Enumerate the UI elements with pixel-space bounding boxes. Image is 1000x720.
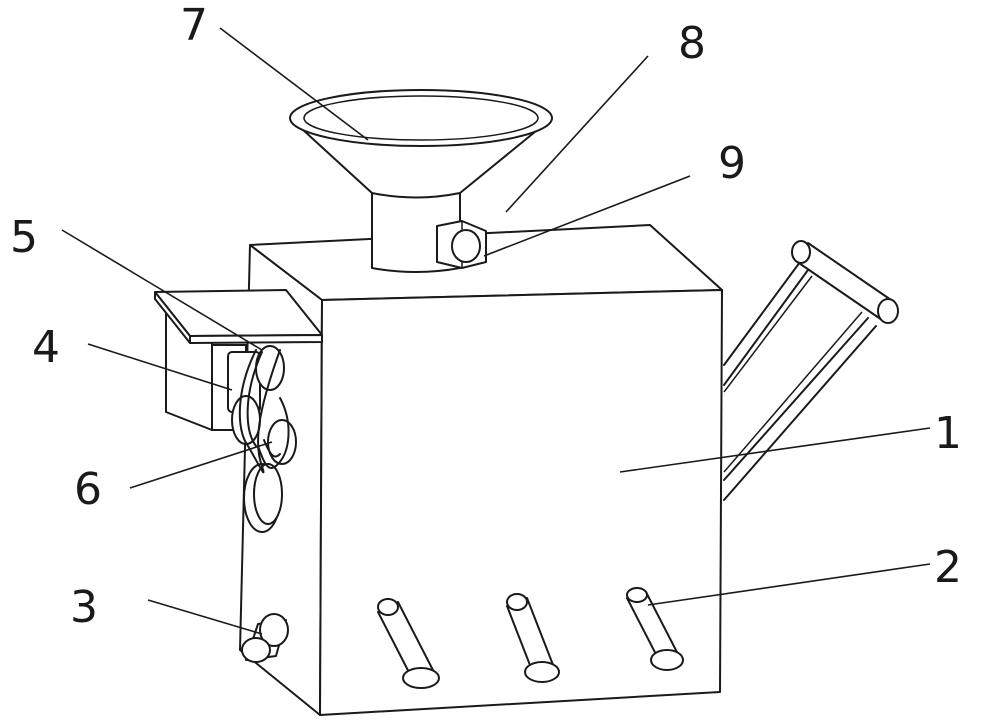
funnel-rim-outer [289, 89, 553, 147]
discharge-pipes [377, 587, 684, 689]
valve-assembly [436, 220, 487, 269]
side-outlet [241, 613, 289, 663]
label-5: 5 [10, 212, 38, 263]
hopper [289, 89, 553, 273]
belt-pulley-assembly [227, 345, 297, 533]
label-8: 8 [678, 18, 706, 69]
leader-8 [505, 55, 649, 213]
label-1: 1 [934, 408, 962, 459]
leader-3 [147, 599, 263, 635]
leader-7 [219, 27, 369, 141]
label-2: 2 [934, 542, 962, 593]
leader-1 [619, 427, 931, 473]
leader-9 [483, 175, 691, 257]
handle [723, 240, 899, 501]
callout-labels: 1 2 3 4 5 6 7 8 9 [10, 0, 962, 633]
label-3: 3 [70, 582, 98, 633]
label-6: 6 [74, 464, 102, 515]
leader-6 [129, 441, 273, 489]
body-front-face [319, 289, 723, 716]
valve-knob [451, 229, 481, 263]
leader-lines [61, 27, 931, 635]
label-4: 4 [32, 322, 60, 373]
leader-5 [61, 229, 263, 351]
leader-4 [87, 343, 233, 391]
funnel-rim-inner [303, 95, 539, 141]
label-7: 7 [180, 0, 208, 51]
label-9: 9 [718, 138, 746, 189]
leader-2 [647, 563, 931, 606]
